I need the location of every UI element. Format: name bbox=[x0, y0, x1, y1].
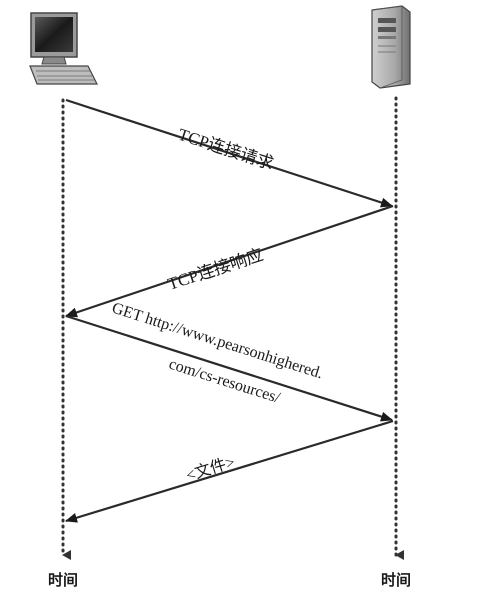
arrow-tcp-request bbox=[65, 98, 393, 208]
arrow-tcp-response bbox=[65, 204, 394, 318]
desktop-computer-icon bbox=[29, 12, 98, 85]
message-label-tcp-request: TCP连接请求 bbox=[176, 125, 276, 174]
server-tower-icon bbox=[371, 5, 411, 89]
client-time-label: 时间 bbox=[48, 571, 79, 589]
arrow-file bbox=[65, 419, 394, 523]
server-time-label: 时间 bbox=[381, 571, 412, 589]
message-label-tcp-response: TCP连接响应 bbox=[165, 245, 265, 294]
arrow-http-get bbox=[65, 314, 393, 422]
message-label-file: <文件> bbox=[184, 453, 237, 485]
